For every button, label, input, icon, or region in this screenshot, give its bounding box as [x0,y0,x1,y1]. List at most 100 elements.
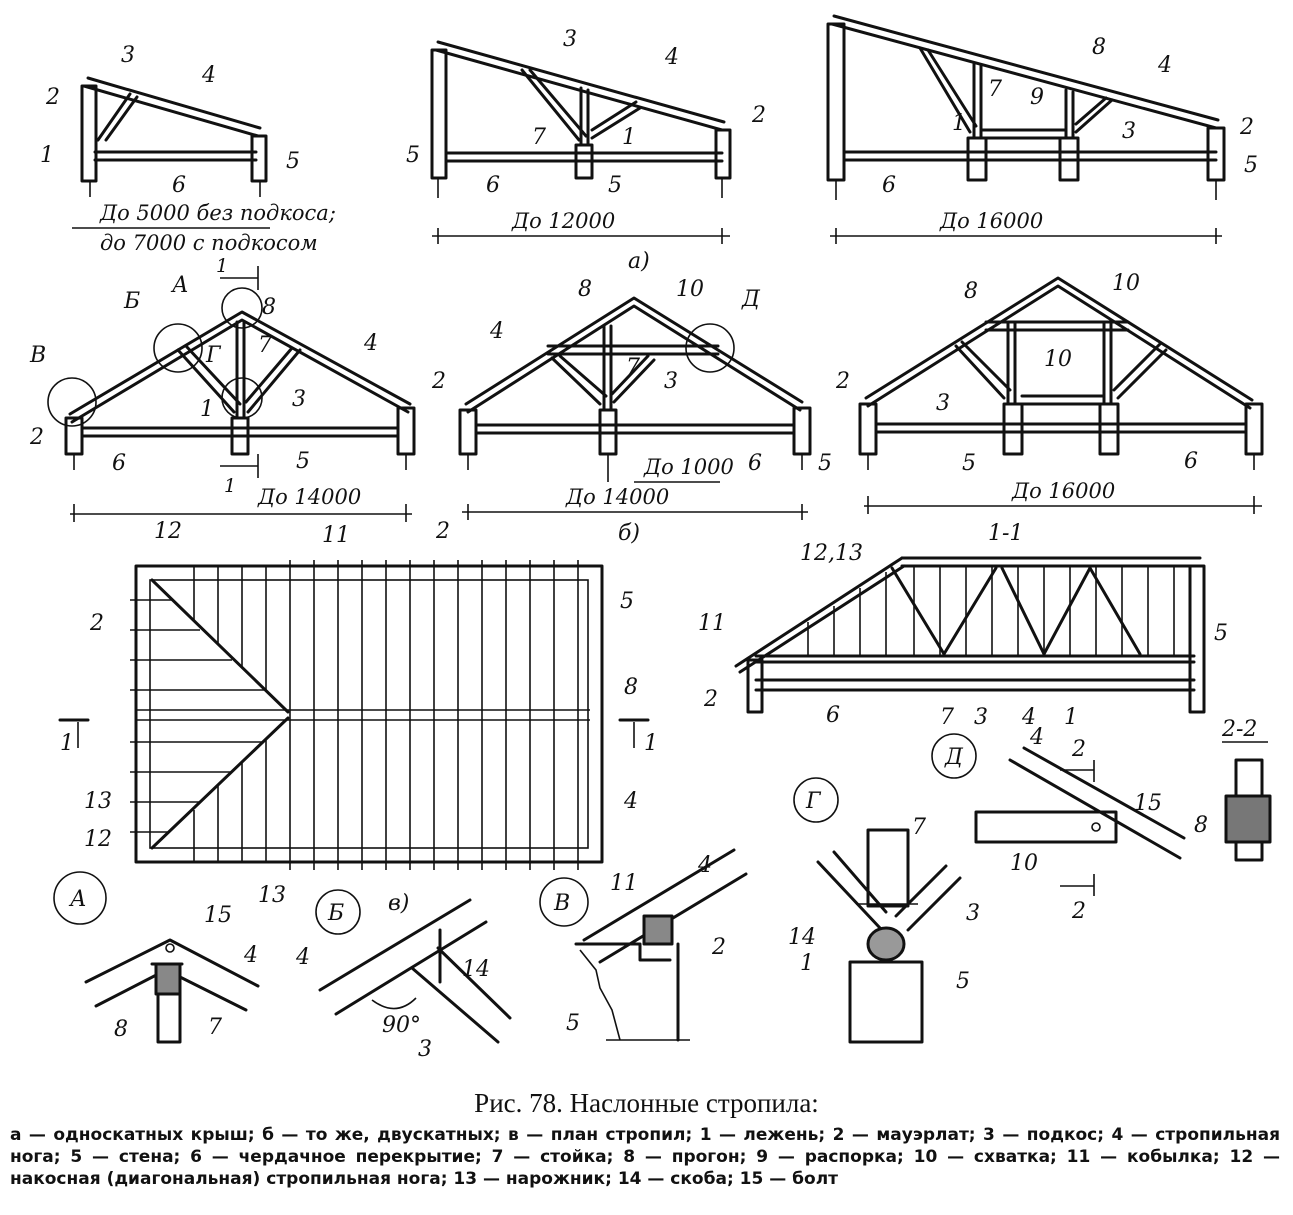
dimension-text: До 12000 [511,209,615,233]
label: 8 [578,277,592,302]
label: 1 [40,143,54,168]
label: 1 [224,475,236,497]
label: 10 [1044,347,1072,372]
label: 3 [974,705,988,730]
detail-circle-b: Б [327,901,344,926]
detail-g [816,828,962,1044]
label: 2 [1071,899,1086,924]
label: 12,13 [800,541,863,566]
label: 1 [952,111,966,136]
label: 14 [462,957,490,982]
dimension-text: До 14000 [565,485,669,509]
label: 5 [286,149,300,174]
label: 13 [84,789,112,814]
label: 4 [1157,53,1172,78]
label: 11 [610,871,638,896]
label: 3 [664,369,678,394]
label: 3 [936,391,950,416]
detail-marker-g: Г [205,343,222,368]
label: 5 [1244,153,1258,178]
detail-marker-b: Б [123,289,140,314]
label: 1 [800,951,814,976]
label: 4 [489,319,504,344]
label: 2 [1071,737,1086,762]
double-pitch-truss-1 [47,287,416,470]
label: 2 [835,369,850,394]
label: 7 [940,705,954,730]
label: 7 [258,333,272,358]
group-label-b: б) [618,521,640,546]
detail-d [974,746,1186,860]
label: 7 [532,125,546,150]
label: 1 [622,125,636,150]
label: 6 [748,451,762,476]
label: 6 [826,703,840,728]
dimension-text: До 1000 [643,455,734,479]
dimension-text: До 14000 [257,485,361,509]
figure-legend: а — односкатных крыш; б — то же, двускат… [10,1124,1280,1190]
label: 3 [292,387,306,412]
group-label-v: в) [388,891,409,916]
label: 5 [1214,621,1228,646]
label: 3 [121,43,135,68]
label: 6 [112,451,126,476]
dimension-text: До 16000 [1011,479,1115,503]
label: 4 [1021,705,1036,730]
label: 8 [114,1017,128,1042]
label: 3 [1122,119,1136,144]
detail-circle-v: В [553,891,570,916]
label: 15 [1134,791,1162,816]
label: 10 [1112,271,1140,296]
label: 4 [243,943,258,968]
dimension-text: До 5000 без подкоса; [99,201,336,225]
label: 1 [644,731,658,756]
detail-circle-g: Г [805,789,822,814]
detail-marker-v: В [29,343,46,368]
label: 14 [788,925,816,950]
section-1-1 [734,556,1206,714]
label: 2 [29,425,44,450]
single-pitch-truss-1 [80,76,268,197]
label: 3 [418,1037,432,1062]
label: 6 [882,173,896,198]
label: 5 [962,451,976,476]
label: 15 [204,903,232,928]
label: 5 [566,1011,580,1036]
legend-text: а — односкатных крыш; б — то же, двускат… [10,1125,1280,1189]
label: 5 [818,451,832,476]
single-pitch-truss-2 [430,40,732,198]
label: 2 [751,103,766,128]
label: 4 [664,45,679,70]
label: 2 [435,519,450,544]
label: 1 [1064,705,1078,730]
label: 6 [1184,449,1198,474]
label: 5 [956,969,970,994]
rafter-plan [130,560,604,870]
figure-caption: Рис. 78. Наслонные стропила: [474,1088,819,1118]
dimension-text: до 7000 с подкосом [100,231,318,255]
detail-circle-d: Д [944,745,964,770]
label: 8 [1194,813,1208,838]
label: 7 [626,355,640,380]
label: 7 [912,815,926,840]
label: 12 [154,519,182,544]
label: 5 [296,449,310,474]
label: 3 [563,27,577,52]
detail-a [84,938,260,1044]
label: 4 [623,789,638,814]
label: 4 [1029,725,1044,750]
detail-marker-a: А [170,273,189,298]
label: 9 [1030,85,1044,110]
label: 2 [703,687,718,712]
label: 1 [216,255,228,277]
label: 5 [620,589,634,614]
label: 1 [200,397,214,422]
single-pitch-truss-3 [826,14,1226,200]
label: 4 [363,331,378,356]
double-pitch-truss-2 [458,296,812,470]
label: 4 [201,63,216,88]
rafter-drawing: 3 4 2 1 5 6 До 5000 без подкоса; до 7000… [29,14,1272,1062]
angle-label: 90° [382,1013,421,1038]
detail-marker-d: Д [741,287,761,312]
detail-b [318,898,512,1044]
